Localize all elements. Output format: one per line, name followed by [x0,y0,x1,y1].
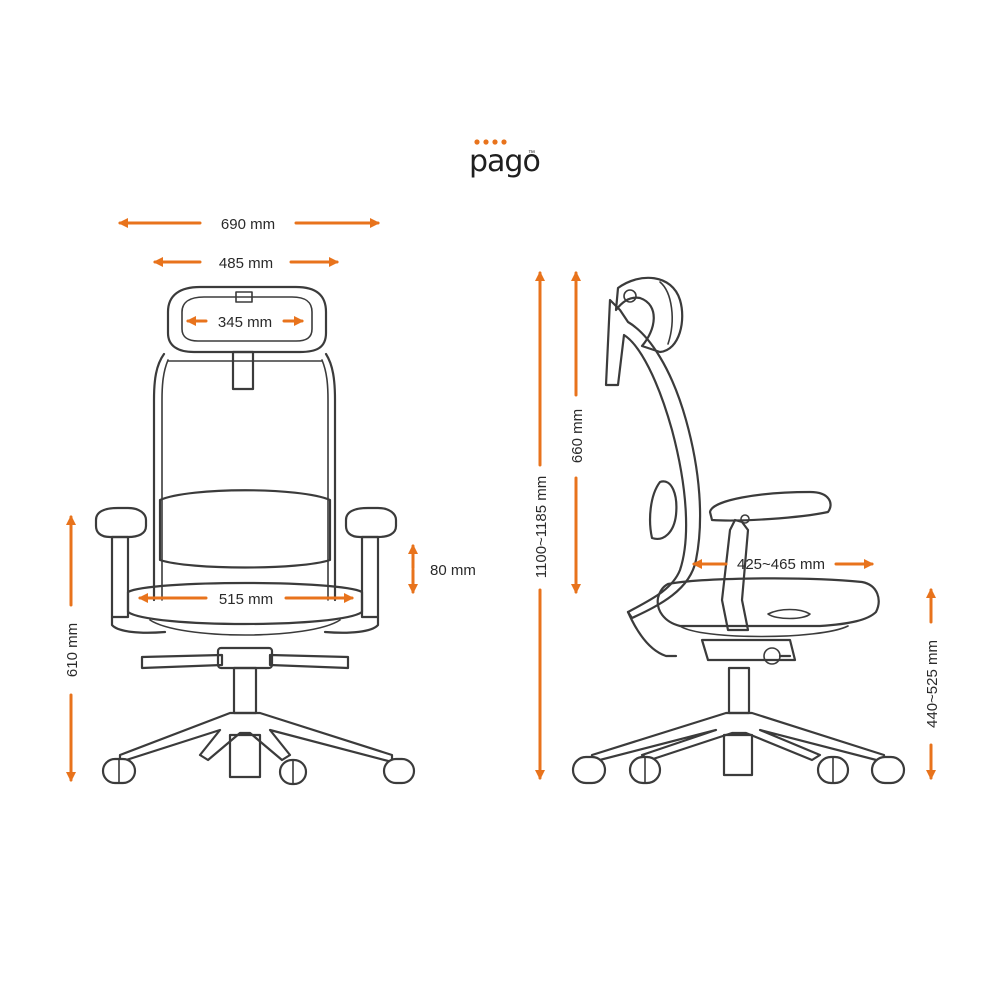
front-view-chair [94,285,416,786]
backrest-height-label: 660 mm [569,409,586,463]
front-headrest-inner [181,296,313,342]
side-star-base [590,711,886,764]
dim-overall-width: 690 mm [118,216,380,233]
front-star-base [118,711,394,764]
armrest-adjust-label: 80 mm [430,562,476,579]
front-headrest-post [231,350,255,391]
seat-width-label: 515 mm [219,591,273,608]
back-width-label: 485 mm [219,255,273,272]
side-seat-depth-handle [767,608,811,620]
dim-armrest-height: 610 mm [64,515,81,782]
front-right-armrest [323,506,398,634]
dim-seat-height: 440~525 mm [924,588,941,780]
front-backrest-inner [161,359,329,601]
dim-back-width: 485 mm [153,255,339,272]
dim-headrest-width: 345 mm [186,314,304,331]
front-headrest-knob [235,291,253,303]
side-back-support [626,610,678,658]
overall-width-label: 690 mm [221,216,275,233]
dim-armrest-adjust: 80 mm [408,544,476,594]
side-view-chair [571,276,906,785]
side-headrest-pad [659,281,673,345]
side-mechanism [700,638,797,662]
side-headrest [614,276,684,354]
logo-dots-icon [474,139,507,145]
side-gas-lift [727,666,751,715]
front-tilt-lever [140,653,350,670]
side-lumbar-support [649,480,678,540]
front-mechanism [216,646,274,670]
total-height-label: 1100~1185 mm [533,476,550,578]
side-gas-lift-cover [722,733,754,777]
side-seat-pan [679,625,849,638]
dim-total-height: 1100~1185 mm [533,271,550,780]
dim-seat-depth: 425~465 mm [692,556,874,573]
front-left-armrest [94,506,167,634]
seat-height-label: 440~525 mm [924,640,941,728]
dim-backrest-height: 660 mm [569,271,586,594]
side-headrest-knob [623,289,637,303]
front-wheels [101,757,416,786]
dim-seat-width: 515 mm [138,591,354,608]
headrest-width-label: 345 mm [218,314,272,331]
front-headrest [166,285,328,354]
brand-trademark: ™ [528,150,535,157]
front-seat-underside [149,619,341,636]
front-seat-cushion [126,581,364,626]
front-gas-lift [232,666,258,715]
side-wheels [571,755,906,785]
side-armrest [708,490,832,632]
side-tilt-knob [763,647,781,665]
front-gas-lift-cover [228,733,262,779]
side-backrest-frame [604,298,702,620]
front-backrest-frame [152,352,337,602]
brand-logo: pago ™ [469,139,541,179]
armrest-height-label: 610 mm [64,623,81,677]
seat-depth-label: 425~465 mm [737,556,825,573]
brand-name: pago [469,144,540,179]
front-lumbar-support [158,489,332,569]
side-seat-cushion [656,577,880,628]
